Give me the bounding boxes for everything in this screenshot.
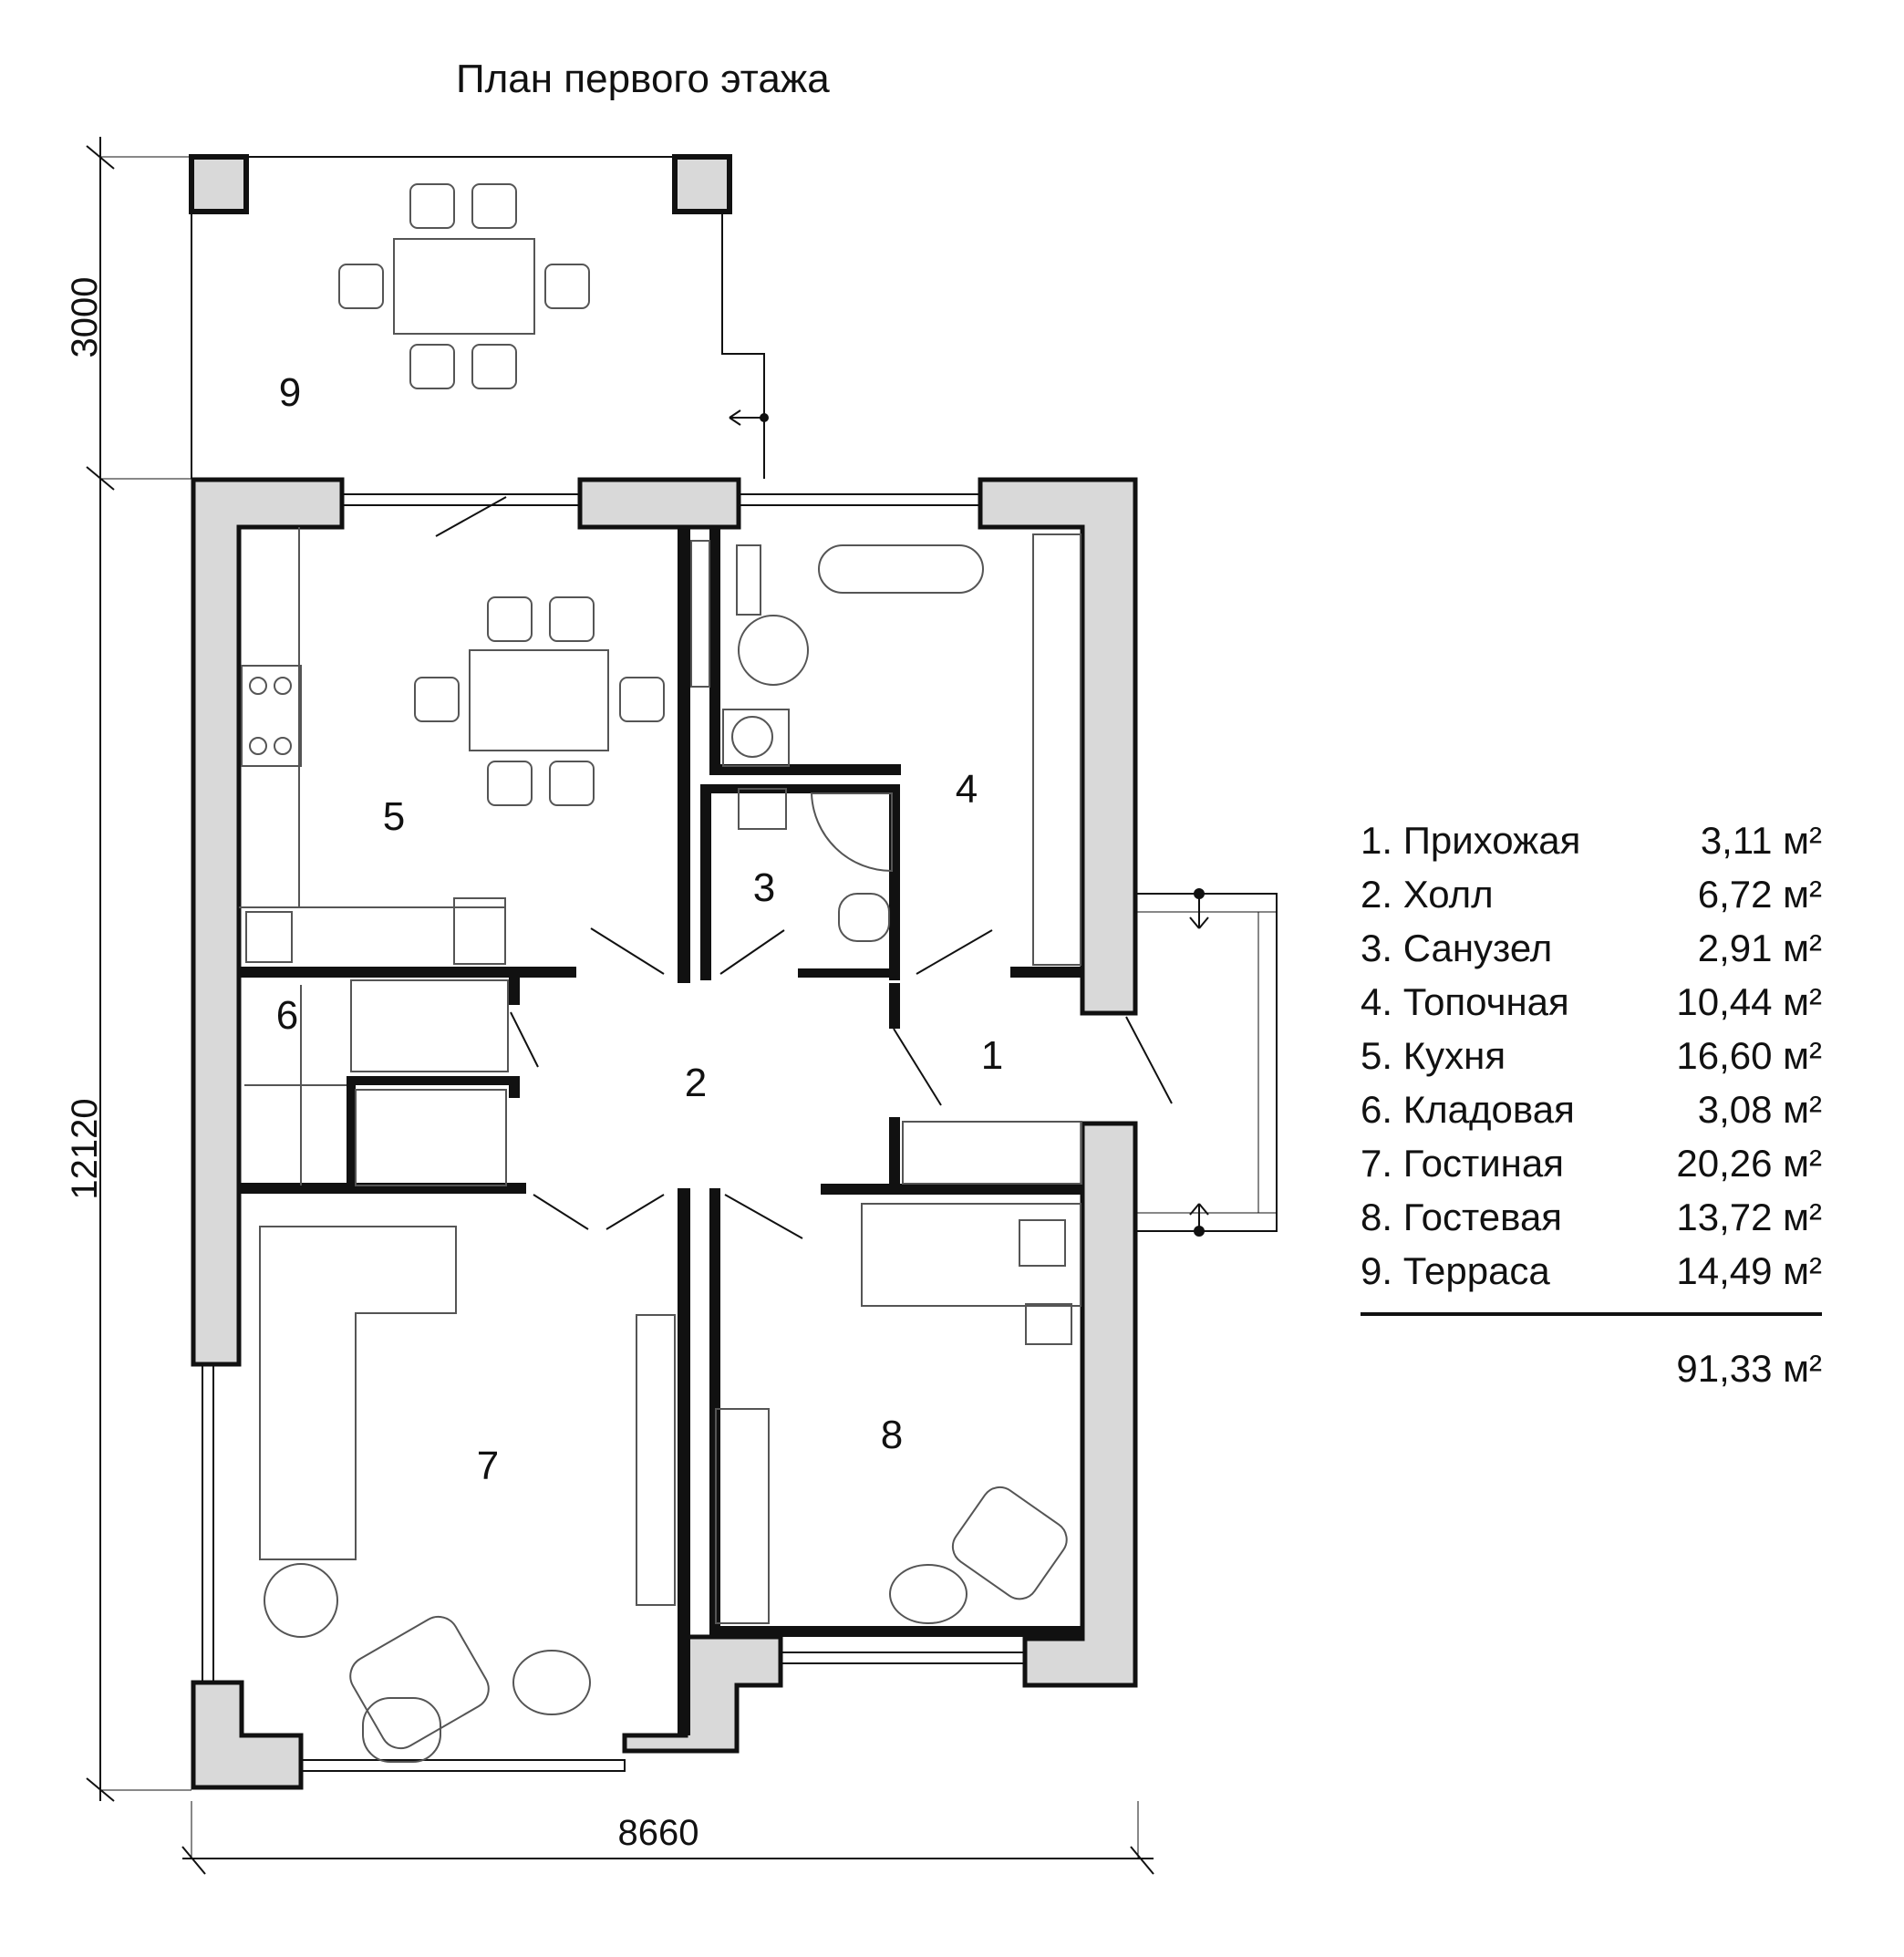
legend-room-label: 2. Холл <box>1361 873 1494 916</box>
guest-room-furniture <box>715 1121 1082 1624</box>
room-number: 8 <box>881 1413 903 1457</box>
legend-room-area: 16,60 м² <box>1676 1034 1822 1077</box>
room-number: 5 <box>383 794 405 839</box>
legend-room-label: 3. Санузел <box>1361 927 1553 969</box>
legend-room-label: 6. Кладовая <box>1361 1088 1575 1131</box>
legend-room-area: 13,72 м² <box>1676 1196 1822 1238</box>
legend-room-area: 14,49 м² <box>1676 1249 1822 1292</box>
dimension-lines <box>86 137 1154 1875</box>
terrace-table <box>393 238 535 335</box>
room-numbers: 1 2 3 4 5 6 7 8 9 <box>276 370 1003 1488</box>
terrace-pillar <box>672 154 732 214</box>
entrance-porch <box>1135 888 1278 1237</box>
legend-room-label: 4. Топочная <box>1361 980 1569 1023</box>
room-number: 9 <box>279 370 301 415</box>
exterior-walls <box>191 477 1138 1790</box>
legend-room-label: 8. Гостевая <box>1361 1196 1563 1238</box>
legend-room-area: 3,08 м² <box>1697 1088 1822 1131</box>
plan-title: План первого этажа <box>456 57 830 101</box>
legend-row: 9. Терраса 14,49 м² <box>1361 1244 1822 1298</box>
living-room-furniture <box>259 1226 676 1763</box>
legend-row: 1. Прихожая 3,11 м² <box>1361 813 1822 867</box>
total-area: 91,33 м² <box>1676 1347 1822 1390</box>
legend-room-area: 10,44 м² <box>1676 980 1822 1023</box>
legend-room-label: 7. Гостиная <box>1361 1142 1564 1185</box>
legend-row: 8. Гостевая 13,72 м² <box>1361 1190 1822 1244</box>
room-number: 2 <box>685 1061 707 1105</box>
room-number: 4 <box>956 767 978 812</box>
dimension-house-width: 8660 <box>618 1813 699 1853</box>
windows <box>202 493 1026 1772</box>
terrace <box>189 154 769 479</box>
dimension-terrace-depth: 3000 <box>65 277 105 358</box>
legend-room-area: 2,91 м² <box>1697 927 1822 969</box>
room-number: 6 <box>276 993 298 1038</box>
boiler-room-fixtures <box>690 533 1081 966</box>
area-legend: 1. Прихожая 3,11 м² 2. Холл 6,72 м² 3. С… <box>1361 813 1822 1395</box>
legend-room-label: 1. Прихожая <box>1361 819 1581 862</box>
staircase <box>244 979 509 1186</box>
legend-room-area: 3,11 м² <box>1700 819 1822 862</box>
interior-walls <box>239 527 1083 1735</box>
legend-row: 2. Холл 6,72 м² <box>1361 867 1822 921</box>
terrace-pillar <box>189 154 249 214</box>
legend-row: 6. Кладовая 3,08 м² <box>1361 1082 1822 1136</box>
legend-room-label: 9. Терраса <box>1361 1249 1550 1292</box>
dimension-house-length: 12120 <box>65 1098 105 1199</box>
room-number: 3 <box>753 865 775 910</box>
room-number: 1 <box>981 1033 1003 1078</box>
legend-row: 4. Топочная 10,44 м² <box>1361 975 1822 1029</box>
room-number: 7 <box>477 1444 499 1488</box>
legend-row: 3. Санузел 2,91 м² <box>1361 921 1822 975</box>
legend-row: 7. Гостиная 20,26 м² <box>1361 1136 1822 1190</box>
legend-row: 5. Кухня 16,60 м² <box>1361 1029 1822 1082</box>
legend-room-label: 5. Кухня <box>1361 1034 1506 1077</box>
legend-room-area: 20,26 м² <box>1676 1142 1822 1185</box>
doors <box>435 496 1173 1239</box>
legend-room-area: 6,72 м² <box>1697 873 1822 916</box>
legend-divider <box>1361 1312 1822 1316</box>
kitchen-furniture <box>239 527 665 965</box>
